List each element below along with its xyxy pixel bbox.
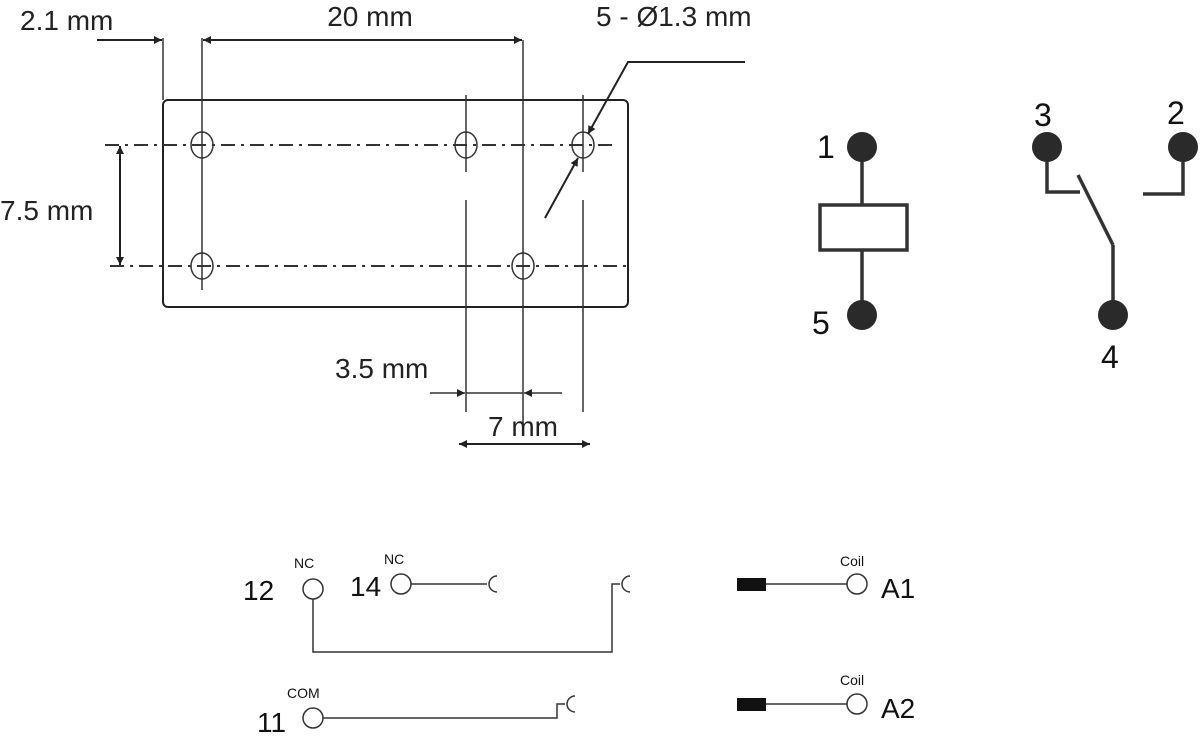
coil-schematic: 1 5 xyxy=(812,129,909,341)
terminal-number: 12 xyxy=(243,575,274,606)
dim-pin-pitch-long: 20 mm xyxy=(327,1,413,32)
terminal-type: NC xyxy=(384,551,404,567)
coil-terminal-block xyxy=(737,698,766,711)
terminal-type: NC xyxy=(294,555,314,571)
hole xyxy=(571,131,595,159)
contact-cup xyxy=(621,575,631,593)
terminal-11 xyxy=(302,707,324,729)
terminal-a1 xyxy=(846,573,868,595)
pin-dot xyxy=(1168,132,1198,162)
dim-hole: 5 - Ø1.3 mm xyxy=(596,1,752,32)
coil-symbol xyxy=(818,203,909,252)
pin-dot xyxy=(847,300,877,330)
hole xyxy=(511,252,535,280)
dim-small-offset: 3.5 mm xyxy=(335,353,428,384)
contact-cup xyxy=(566,695,576,713)
hole xyxy=(190,131,214,159)
terminal-number: 14 xyxy=(350,571,381,602)
terminal-type: Coil xyxy=(840,553,864,569)
pin-label: 3 xyxy=(1034,97,1052,133)
pcb-footprint: 2.1 mm 20 mm 5 - Ø1.3 mm 7.5 mm 3.5 mm 7… xyxy=(0,1,752,448)
terminal-a2 xyxy=(846,693,868,715)
pin-dot xyxy=(847,132,877,162)
contact-cup xyxy=(488,575,498,593)
wiring-diagram: 12 NC 14 NC 11 COM A1 Coil A2 Coil xyxy=(243,551,915,738)
coil-terminal-block xyxy=(737,578,766,591)
dim-short-pitch: 7 mm xyxy=(488,411,558,442)
pin-label: 5 xyxy=(812,305,830,341)
pin-label: 2 xyxy=(1167,95,1185,131)
pin-dot xyxy=(1098,300,1128,330)
hole xyxy=(454,131,478,159)
switch-contact xyxy=(1076,174,1115,246)
dim-pin-offset: 2.1 mm xyxy=(20,5,113,36)
hole xyxy=(190,252,214,280)
dim-row-pitch: 7.5 mm xyxy=(0,195,93,226)
terminal-14 xyxy=(390,573,412,595)
pin-label: 4 xyxy=(1101,339,1119,375)
terminal-number: A1 xyxy=(881,573,915,604)
terminal-number: 11 xyxy=(257,707,286,738)
pin-label: 1 xyxy=(817,129,835,165)
pin-dot xyxy=(1032,132,1062,162)
relay-outline xyxy=(162,99,629,308)
switch-schematic: 3 2 4 xyxy=(1032,95,1198,375)
terminal-12 xyxy=(302,578,324,600)
terminal-type: COM xyxy=(287,685,320,701)
terminal-number: A2 xyxy=(881,693,915,724)
terminal-type: Coil xyxy=(840,672,864,688)
